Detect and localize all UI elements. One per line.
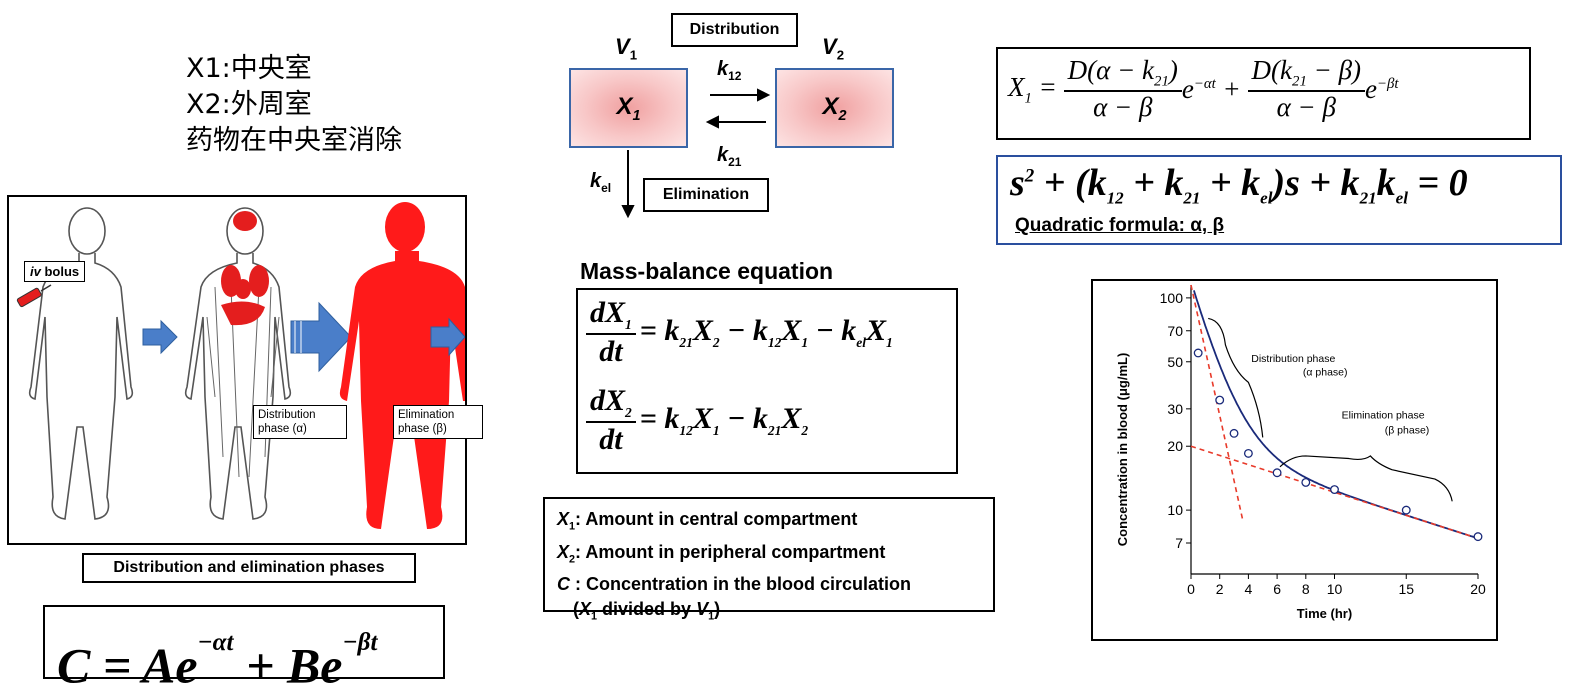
y-tick-label: 30 — [1167, 401, 1183, 417]
body-figure-panel: iv bolus Distribution phase (α) Eliminat… — [7, 195, 483, 545]
data-point — [1243, 448, 1253, 458]
k21-label: k21 — [717, 144, 742, 169]
characteristic-equation: s2 + (k12 + k21 + kel)s + k21kel = 0 Qua… — [996, 155, 1562, 245]
distribution-annotation: Distribution phase — [1251, 353, 1335, 365]
note-elimination: 药物在中央室消除 — [186, 125, 402, 156]
central-compartment: X1 — [569, 68, 688, 148]
v1-label: V1 — [615, 34, 638, 63]
person-outline-2 — [184, 207, 292, 520]
alpha-brace — [1208, 317, 1264, 438]
x-tick-label: 4 — [1245, 581, 1253, 597]
distribution-label: Distribution — [671, 13, 798, 47]
data-point — [1473, 532, 1483, 542]
legend-x2: X2: Amount in peripheral compartment — [557, 541, 886, 566]
person-filled-red — [339, 202, 465, 529]
x-tick-label: 20 — [1470, 581, 1486, 597]
elimination-phase-label: Elimination phase (β) — [393, 405, 483, 439]
elimination-annotation: Elimination phase — [1342, 410, 1425, 422]
note-peripheral: X2:外周室 — [186, 89, 312, 120]
data-point — [1401, 505, 1411, 515]
legend-c: C : Concentration in the blood circulati… — [557, 574, 911, 595]
arrow-right-icon — [430, 317, 466, 357]
x-tick-label: 8 — [1302, 581, 1310, 597]
x1-solution-equation: X1 = D(α − k21)α − β e−αt + D(k21 − β)α … — [996, 47, 1531, 140]
person-outline-1 — [28, 207, 134, 520]
syringe-icon — [16, 284, 52, 308]
fitted-curve — [1193, 290, 1479, 540]
concentration-equation: C = Ae−αt + Be−βt — [43, 605, 445, 693]
elimination-label: Elimination — [643, 178, 769, 212]
y-tick-label: 70 — [1167, 323, 1183, 339]
y-tick-label: 50 — [1167, 354, 1183, 370]
legend-x1: X1: Amount in central compartment — [557, 509, 858, 533]
mass-balance-title: Mass-balance equation — [580, 258, 834, 284]
quadratic-caption: Quadratic formula: α, β — [1015, 215, 1225, 236]
kel-label: kel — [590, 170, 612, 195]
x-tick-label: 0 — [1187, 581, 1195, 597]
x-tick-label: 15 — [1398, 581, 1414, 597]
arrow-right-icon — [142, 319, 178, 355]
arrow-right-icon — [290, 301, 352, 373]
data-point — [1215, 395, 1225, 405]
model-arrows — [621, 88, 771, 219]
x-tick-label: 2 — [1216, 581, 1224, 597]
data-point — [1193, 348, 1203, 358]
elimination-annotation-sub: (β phase) — [1385, 424, 1430, 436]
note-central: X1:中央室 — [186, 53, 312, 84]
v2-label: V2 — [822, 34, 845, 63]
peripheral-compartment: X2 — [775, 68, 894, 148]
y-tick-label: 100 — [1160, 290, 1184, 306]
figure-caption: Distribution and elimination phases — [82, 553, 416, 583]
x-tick-label: 6 — [1273, 581, 1281, 597]
beta-brace — [1279, 455, 1453, 502]
data-point — [1330, 485, 1339, 494]
body-illustration — [16, 202, 466, 529]
k12-label: k12 — [717, 58, 742, 83]
y-axis-label: Concentration in blood (μg/mL) — [1115, 353, 1130, 547]
data-point — [1301, 478, 1311, 487]
y-tick-label: 10 — [1167, 502, 1183, 518]
y-tick-label: 7 — [1175, 535, 1183, 551]
data-point — [1229, 428, 1239, 438]
x-axis-label: Time (hr) — [1297, 606, 1352, 621]
organs-icon — [221, 211, 269, 326]
data-point — [1272, 468, 1282, 478]
y-tick-label: 20 — [1167, 438, 1183, 454]
symbol-legend: X1: Amount in central compartment X2: Am… — [543, 497, 995, 623]
distribution-annotation-sub: (α phase) — [1303, 367, 1348, 379]
x-tick-label: 10 — [1327, 581, 1343, 597]
iv-bolus-label: iv bolus — [24, 261, 86, 282]
legend-c-note: (X1 divided by V1) — [573, 599, 721, 623]
distribution-phase-label: Distribution phase (α) — [253, 405, 347, 439]
